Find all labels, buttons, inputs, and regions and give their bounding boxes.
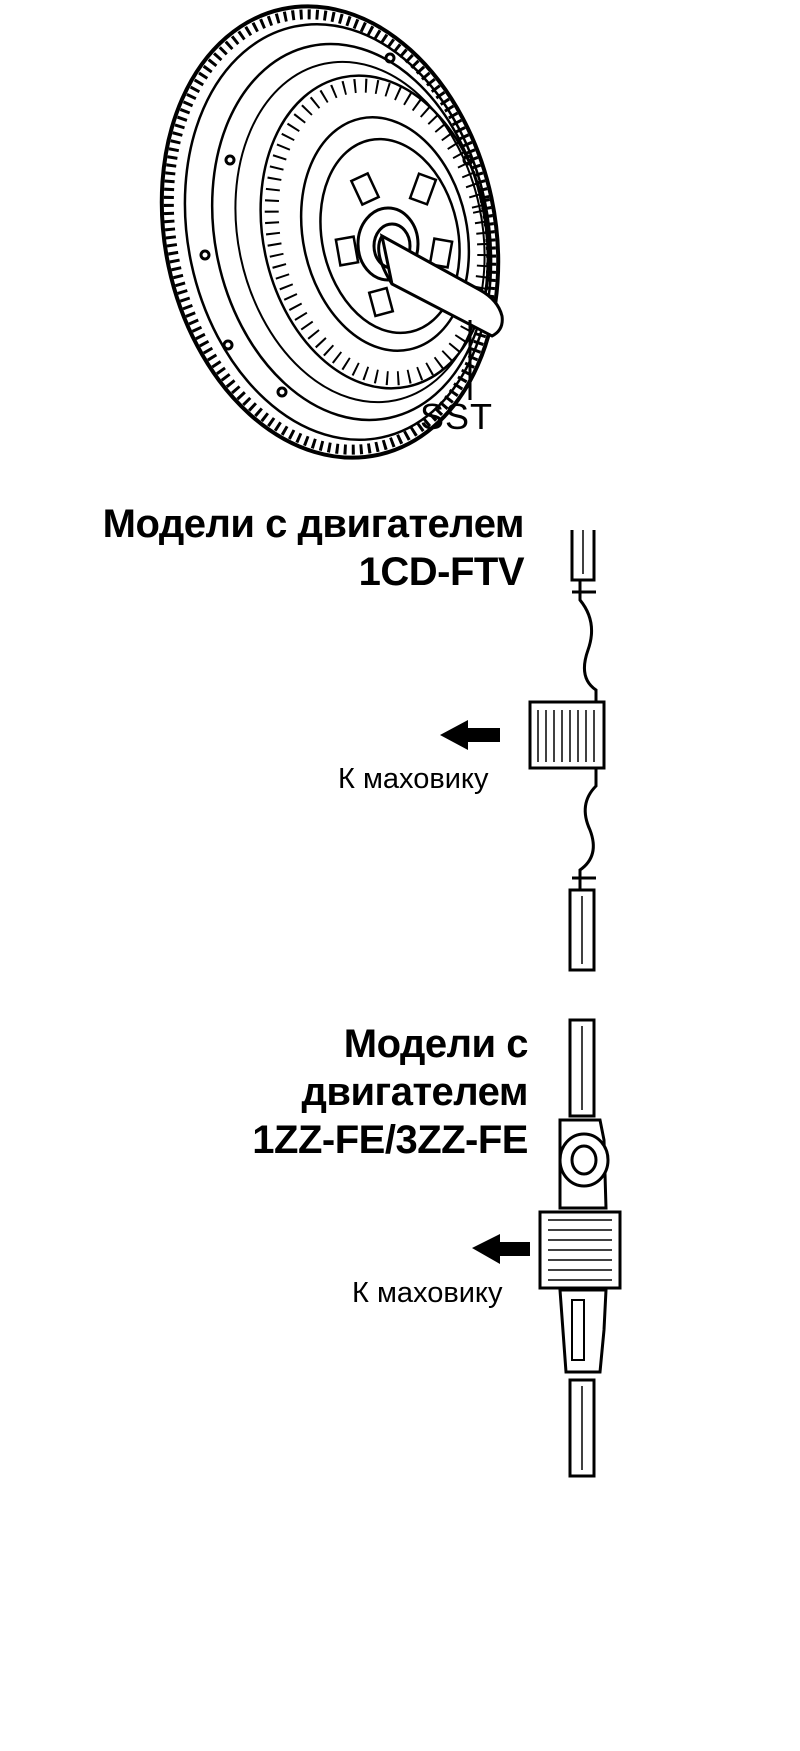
- flywheel-drawing: [159, 4, 504, 460]
- clutch-disc-1cd-ftv-figure: Модели с двигателем 1CD-FTV: [0, 502, 800, 1000]
- clutch-facing: [259, 74, 491, 390]
- ring-gear: [159, 4, 501, 460]
- figure-3-heading: Модели с двигателем 1ZZ-FE/3ZZ-FE: [252, 1020, 528, 1164]
- flywheel-face: [210, 42, 490, 422]
- direction-label-1zz: К маховику: [352, 1277, 503, 1309]
- figure-3-heading-line-3: 1ZZ-FE/3ZZ-FE: [252, 1118, 528, 1162]
- figure-3-heading-line-2: двигателем: [301, 1070, 528, 1114]
- figure-2-heading-line-2: 1CD-FTV: [358, 550, 525, 594]
- flywheel-clutch-illustration: SST: [0, 0, 800, 530]
- sst-label: SST: [420, 396, 494, 437]
- clutch-disc-1zz-3zz-figure: Модели с двигателем 1ZZ-FE/3ZZ-FE: [0, 1000, 800, 1751]
- arrow-to-flywheel-icon: [440, 720, 500, 750]
- direction-label-1cd: К маховику: [338, 763, 489, 795]
- disc-side-view-1cd: [440, 530, 606, 972]
- spring-window: [334, 235, 360, 267]
- figure-2-heading: Модели с двигателем 1CD-FTV: [102, 500, 525, 596]
- spring-window: [367, 286, 395, 318]
- sst-tool: [377, 233, 504, 338]
- hub: [528, 700, 606, 770]
- hub-plate: [319, 137, 461, 335]
- spring-window: [408, 172, 438, 206]
- figure-3-heading-line-1: Модели с: [343, 1022, 529, 1066]
- figure-2-heading-line-1: Модели с двигателем: [102, 502, 525, 546]
- disc-side-view-1zz: [472, 1018, 622, 1478]
- arrow-to-flywheel-icon: [472, 1234, 530, 1264]
- spring-window: [349, 171, 381, 207]
